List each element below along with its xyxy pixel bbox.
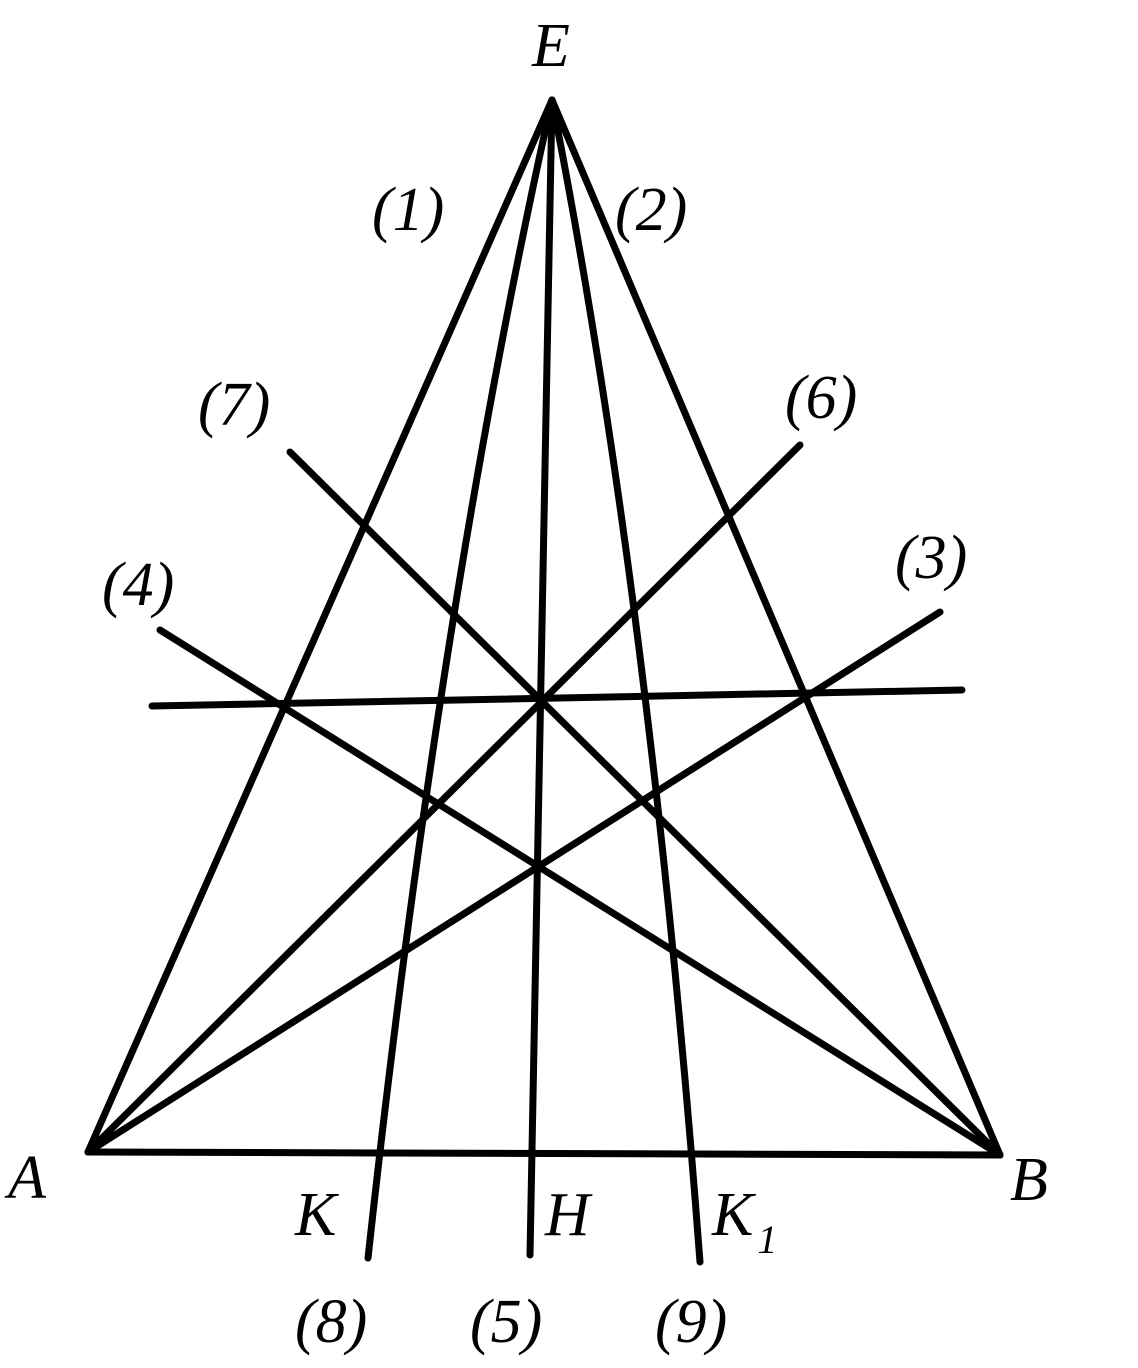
label-line-8: (8) [295, 1288, 367, 1356]
horizontal-line [148, 686, 966, 710]
label-line-6: (6) [785, 364, 857, 432]
label-k1-main: K [711, 1181, 757, 1249]
label-a: A [4, 1144, 47, 1212]
label-line-3: (3) [895, 524, 967, 592]
label-e: E [531, 12, 570, 80]
side-eb-line-2 [548, 96, 1004, 1159]
line-3 [84, 608, 944, 1156]
label-line-7: (7) [198, 371, 270, 439]
line-8-ek [364, 96, 556, 1262]
label-h: H [544, 1181, 593, 1249]
label-line-2: (2) [615, 176, 687, 244]
line-4 [156, 626, 1004, 1159]
line-5-eh [526, 96, 556, 1259]
label-line-4: (4) [102, 551, 174, 619]
line-9-ek1 [548, 96, 704, 1266]
label-line-5: (5) [470, 1288, 542, 1356]
line-6 [84, 441, 804, 1156]
label-line-9: (9) [655, 1288, 727, 1356]
label-k1-subscript: 1 [757, 1217, 777, 1262]
label-k: K [294, 1181, 340, 1249]
label-b: B [1010, 1146, 1048, 1214]
label-line-1: (1) [372, 176, 444, 244]
base-ab-line [84, 1148, 1004, 1159]
line-7 [286, 448, 1004, 1159]
side-ea-line-1 [84, 96, 556, 1156]
